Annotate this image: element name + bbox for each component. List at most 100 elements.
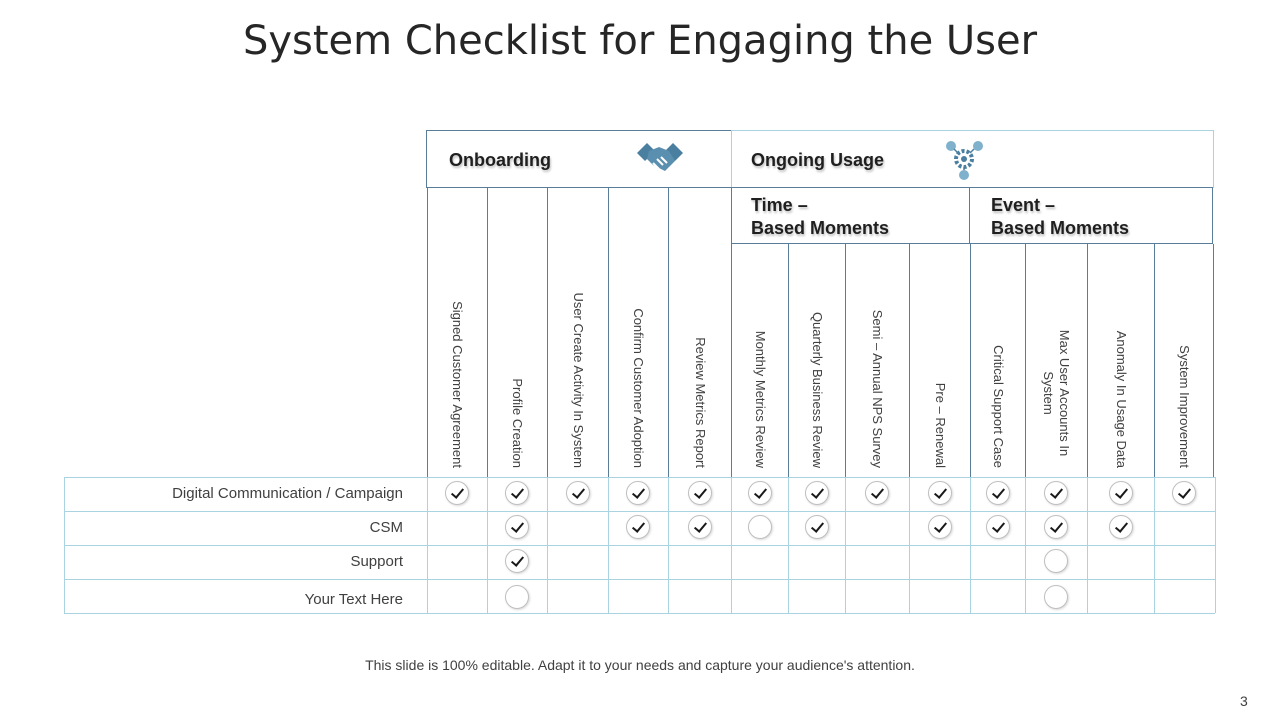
- check-mark-icon[interactable]: [1044, 481, 1068, 505]
- cell-divider: [64, 477, 65, 613]
- event-based-line2: Based Moments: [991, 218, 1130, 238]
- gear-network-icon: [946, 141, 983, 180]
- time-based-label: Time – Based Moments: [751, 194, 889, 240]
- event-based-header: Event – Based Moments: [969, 187, 1213, 244]
- column-divider: [1213, 244, 1214, 477]
- cell-divider: [1025, 477, 1026, 613]
- cell-divider: [427, 477, 428, 613]
- check-mark-icon[interactable]: [747, 481, 772, 505]
- time-based-header: Time – Based Moments: [731, 187, 970, 244]
- cell-divider: [731, 477, 732, 613]
- column-divider: [1025, 244, 1026, 477]
- check-mark-icon[interactable]: [505, 481, 529, 505]
- check-mark-icon[interactable]: [1171, 481, 1196, 505]
- column-header-text: Monthly Metrics Review: [752, 330, 768, 468]
- cell-divider: [909, 477, 910, 613]
- cell-divider: [788, 477, 789, 613]
- check-mark-icon[interactable]: [927, 481, 952, 505]
- column-header: User Create Activity In System: [570, 258, 586, 468]
- column-header-text: User Create Activity In System: [570, 292, 586, 468]
- check-mark-icon[interactable]: [626, 515, 650, 539]
- row-divider: [64, 545, 1215, 546]
- handshake-icon: [637, 143, 683, 171]
- cell-divider: [1215, 477, 1216, 613]
- empty-circle-icon[interactable]: [1044, 585, 1068, 609]
- cell-divider: [1154, 477, 1155, 613]
- row-label: Your Text Here: [304, 591, 403, 608]
- cell-divider: [970, 477, 971, 613]
- row-divider: [64, 477, 1215, 478]
- column-header: Anomaly In Usage Data: [1113, 258, 1129, 468]
- column-divider: [547, 187, 548, 477]
- column-header: System Improvement: [1176, 258, 1192, 468]
- column-divider: [845, 244, 846, 477]
- footer-note: This slide is 100% editable. Adapt it to…: [365, 657, 915, 673]
- column-header-text: Profile Creation: [510, 378, 525, 468]
- column-header-text: Max User Accounts In: [1057, 329, 1072, 457]
- check-mark-icon[interactable]: [985, 515, 1010, 539]
- empty-circle-icon[interactable]: [1044, 549, 1068, 573]
- check-mark-icon[interactable]: [927, 515, 952, 539]
- ongoing-usage-header: Ongoing Usage: [731, 130, 1214, 188]
- column-divider: [1154, 244, 1155, 477]
- column-header-text: Confirm Customer Adoption: [631, 308, 646, 468]
- column-divider: [427, 187, 428, 477]
- column-divider: [487, 187, 488, 477]
- check-mark-icon[interactable]: [985, 481, 1010, 505]
- page-number: 3: [1240, 693, 1248, 709]
- event-based-line1: Event –: [991, 195, 1056, 215]
- column-divider: [608, 187, 609, 477]
- row-divider: [64, 613, 1215, 614]
- row-label: Digital Communication / Campaign: [172, 485, 403, 502]
- check-mark-icon[interactable]: [445, 481, 469, 505]
- event-based-label: Event – Based Moments: [991, 194, 1129, 240]
- cell-divider: [1087, 477, 1088, 613]
- column-header: Review Metrics Report: [692, 258, 708, 468]
- column-divider: [1087, 244, 1088, 477]
- column-header: Confirm Customer Adoption: [630, 258, 646, 468]
- row-label: CSM: [369, 519, 403, 536]
- column-header-text: Review Metrics Report: [692, 337, 708, 468]
- check-mark-icon[interactable]: [865, 481, 889, 505]
- check-mark-icon[interactable]: [1044, 515, 1068, 539]
- column-divider: [909, 244, 910, 477]
- empty-circle-icon[interactable]: [505, 585, 529, 609]
- onboarding-header: Onboarding: [426, 130, 732, 188]
- column-header-text: Quarterly Business Review: [809, 311, 825, 468]
- check-mark-icon[interactable]: [804, 515, 829, 539]
- cell-divider: [845, 477, 846, 613]
- column-divider: [668, 187, 669, 477]
- empty-circle-icon[interactable]: [747, 515, 772, 539]
- row-divider: [64, 511, 1215, 512]
- cell-divider: [668, 477, 669, 613]
- cell-divider: [608, 477, 609, 613]
- check-mark-icon[interactable]: [804, 481, 829, 505]
- time-based-line1: Time –: [751, 195, 808, 215]
- ongoing-usage-label: Ongoing Usage: [751, 150, 885, 170]
- cell-divider: [487, 477, 488, 613]
- column-header: Signed Customer Agreement: [449, 258, 465, 468]
- column-header: Semi – Annual NPS Survey: [869, 258, 885, 468]
- row-divider: [64, 579, 1215, 580]
- column-header: Critical Support Case: [990, 258, 1006, 468]
- check-mark-icon[interactable]: [505, 515, 529, 539]
- column-header: Profile Creation: [509, 258, 525, 468]
- check-mark-icon[interactable]: [687, 481, 712, 505]
- column-header: Monthly Metrics Review: [752, 258, 768, 468]
- check-mark-icon[interactable]: [687, 515, 712, 539]
- check-mark-icon[interactable]: [565, 481, 590, 505]
- check-mark-icon[interactable]: [626, 481, 650, 505]
- column-header-text: Anomaly In Usage Data: [1113, 330, 1129, 468]
- column-header-text: System: [1041, 371, 1056, 415]
- check-mark-icon[interactable]: [1108, 481, 1133, 505]
- time-based-line2: Based Moments: [751, 218, 890, 238]
- column-header: Pre – Renewal: [932, 258, 948, 468]
- check-mark-icon[interactable]: [505, 549, 529, 573]
- check-mark-icon[interactable]: [1108, 515, 1133, 539]
- page-title: System Checklist for Engaging the User: [242, 18, 1038, 64]
- column-header-text: Semi – Annual NPS Survey: [870, 309, 885, 468]
- column-divider: [970, 244, 971, 477]
- onboarding-label: Onboarding: [449, 150, 551, 170]
- column-header-text: Pre – Renewal: [932, 382, 948, 468]
- column-header-text: Signed Customer Agreement: [450, 301, 465, 468]
